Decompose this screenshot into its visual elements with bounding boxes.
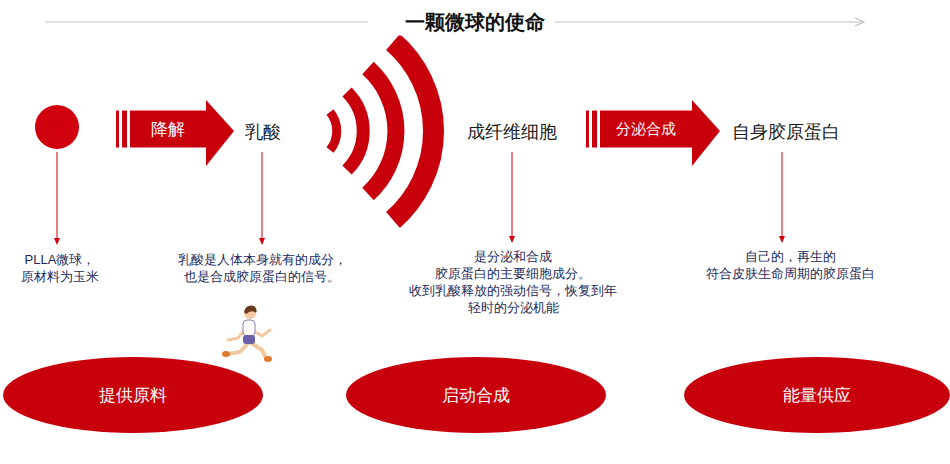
description-note: 乳酸是人体本身就有的成分， 也是合成胶原蛋白的信号。: [162, 252, 362, 286]
runner-shirt: [243, 320, 255, 336]
runner-leg: [251, 343, 266, 358]
process-arrow: 降解: [114, 100, 234, 166]
diagram-title: 一颗微球的使命: [399, 9, 551, 36]
leader-line: [57, 152, 58, 243]
ellipse-fill: [3, 357, 263, 433]
description-note: 是分泌和合成 胶原蛋白的主要细胞成分。 收到乳酸释放的强动信号，恢复到年 轻时的…: [397, 249, 629, 317]
runner-shorts: [243, 335, 255, 344]
stage-name: 乳酸: [242, 121, 284, 144]
arrow-tail-stripe: [592, 111, 597, 148]
arrow-tail-stripe: [122, 111, 127, 148]
title-rule: [45, 21, 368, 22]
leader-line: [262, 152, 263, 243]
node-text: 能量供应: [783, 384, 851, 407]
title-arrowhead: [855, 18, 864, 26]
title-rule: [555, 21, 862, 22]
stage-name: 自身胶原蛋白: [729, 121, 843, 144]
wave: [393, 42, 434, 220]
runner-shoe: [222, 351, 230, 357]
process-arrow: 分泌合成: [584, 100, 720, 166]
node-text: 提供原料: [99, 384, 167, 407]
ellipse-fill: [684, 357, 950, 433]
wave: [330, 112, 337, 150]
node-text: 降解: [151, 118, 185, 141]
microsphere: [35, 105, 79, 149]
node-text: 启动合成: [442, 384, 510, 407]
leader-head: [509, 236, 515, 243]
leader-lines: [54, 152, 785, 245]
leader-head: [54, 238, 60, 245]
runner-figure: [222, 306, 272, 362]
wave: [368, 68, 396, 194]
node-text: 分泌合成: [616, 120, 676, 139]
leader-head: [779, 236, 785, 243]
stage-name: 成纤维细胞: [464, 121, 560, 144]
signal-waves: [330, 42, 434, 220]
stage-ellipse: 启动合成: [346, 357, 606, 433]
leader-head: [259, 238, 265, 245]
leader-line: [512, 152, 513, 241]
arrow-body: [130, 100, 234, 166]
stage-ellipse: 能量供应: [684, 357, 950, 433]
wave: [347, 92, 363, 170]
description-note: 自己的，再生的 符合皮肤生命周期的胶原蛋白: [683, 249, 898, 283]
leader-line: [782, 152, 783, 241]
runner-hair: [244, 306, 257, 314]
arrow-tail-stripe: [116, 111, 119, 148]
stage-ellipse: 提供原料: [3, 357, 263, 433]
runner-shoe: [264, 356, 272, 362]
description-note: PLLA微球， 原材料为玉米: [4, 252, 116, 286]
arrow-body: [600, 100, 720, 166]
ellipse-fill: [346, 357, 606, 433]
arrow-tail-stripe: [586, 111, 589, 148]
runner-leg: [228, 343, 248, 354]
